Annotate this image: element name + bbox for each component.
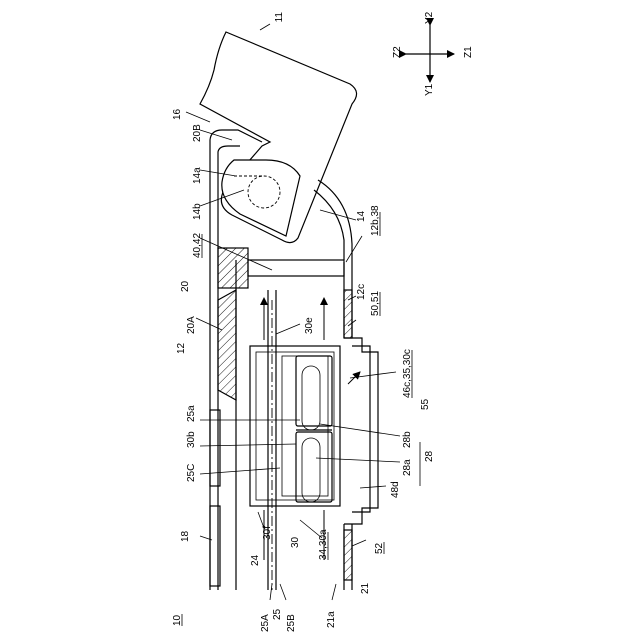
label-30: 30 (290, 536, 301, 548)
orientation-axes: Y2 Y1 Z1 Z2 (392, 11, 474, 96)
hatched-block-upper (218, 248, 248, 288)
hinge-14 (222, 160, 300, 236)
label-25a: 25a (186, 405, 197, 422)
hatched-wall-right-lower (344, 530, 352, 580)
label-18: 18 (180, 530, 191, 542)
bump-55 (344, 338, 378, 524)
label-48d: 48d (390, 481, 401, 498)
label-20: 20 (180, 280, 191, 292)
label-40-42: 40,42 (192, 233, 203, 258)
label-34-30a: 34,30a (318, 529, 329, 560)
cell-28a (296, 432, 332, 502)
label-52: 52 (374, 542, 385, 554)
label-20A: 20A (186, 316, 197, 334)
label-24: 24 (250, 554, 261, 566)
label-55: 55 (420, 398, 431, 410)
label-25B: 25B (286, 614, 297, 632)
label-30f: 30f (262, 526, 273, 540)
hatched-wall-right-upper (344, 290, 352, 338)
plate-40-42 (248, 260, 344, 276)
label-30b: 30b (186, 431, 197, 448)
label-20B: 20B (192, 124, 203, 142)
axis-y2-label: Y2 (424, 11, 435, 24)
label-50-51: 50,51 (370, 291, 381, 316)
label-12c: 12c (356, 284, 367, 300)
axis-z1-label: Z1 (463, 46, 474, 58)
label-21: 21 (360, 582, 371, 594)
label-11: 11 (274, 12, 285, 23)
label-12b-38: 12b,38 (370, 205, 381, 236)
label-10: 10 (172, 614, 183, 626)
label-14: 14 (356, 210, 367, 222)
label-30e: 30e (304, 317, 315, 334)
label-46c-35-30c: 46c,35,30c (402, 349, 413, 398)
label-12: 12 (176, 342, 187, 354)
label-25: 25 (272, 608, 283, 620)
label-25C: 25C (186, 464, 197, 482)
hatched-wall-20A (218, 290, 236, 400)
label-28: 28 (424, 450, 435, 462)
label-25A: 25A (260, 614, 271, 632)
label-14b: 14b (192, 203, 203, 220)
label-21a: 21a (326, 611, 337, 628)
label-14a: 14a (192, 167, 203, 184)
axis-z2-label: Z2 (392, 46, 403, 58)
label-16: 16 (172, 108, 183, 120)
label-28b: 28b (402, 431, 413, 448)
axis-y1-label: Y1 (424, 83, 435, 96)
label-28a: 28a (402, 459, 413, 476)
